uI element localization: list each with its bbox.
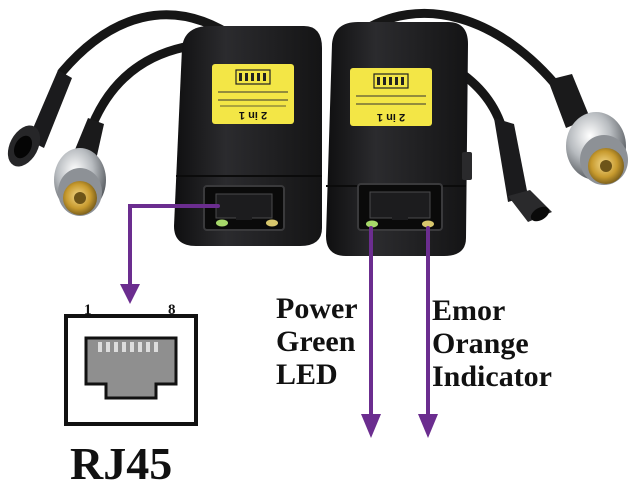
device-label [350, 68, 432, 126]
power-label-line-2: Green [276, 325, 356, 358]
balun-left: 2 in 1 [174, 26, 322, 246]
arrow-head [361, 414, 381, 438]
power-led [366, 220, 378, 228]
error-label-line-3: Indicator [432, 360, 552, 393]
error-led [266, 219, 278, 227]
power-label-line-3: LED [276, 358, 338, 391]
error-led [422, 220, 434, 228]
bnc-connector-icon [54, 118, 106, 216]
dc-jack-icon [7, 70, 72, 167]
rj45-title: RJ45 [70, 438, 173, 489]
callout-arrows [128, 204, 430, 422]
rj45-diagram-icon [64, 314, 198, 426]
rj45-callout-line [128, 204, 220, 290]
pin-8-label: 8 [168, 302, 176, 318]
rj45-port-icon [357, 183, 443, 231]
balun-right: 2 in 1 [326, 22, 472, 256]
device-label [212, 64, 294, 124]
device-label-title: 2 in 1 [239, 109, 267, 121]
arrow-head [418, 414, 438, 438]
rj45-port-icon [203, 185, 285, 231]
device-label-title: 2 in 1 [377, 111, 405, 123]
power-led [216, 219, 228, 227]
pin-1-label: 1 [84, 302, 92, 318]
power-label-line-1: Power [276, 292, 358, 325]
error-orange-indicator-label: Emor Orange Indicator [432, 294, 552, 393]
error-label-line-2: Orange [432, 327, 529, 360]
error-label-line-1: Emor [432, 294, 506, 327]
dc-plug-icon [494, 118, 552, 222]
bnc-connector-icon [548, 74, 628, 185]
arrow-head [120, 284, 140, 304]
power-green-led-label: Power Green LED [276, 292, 358, 391]
